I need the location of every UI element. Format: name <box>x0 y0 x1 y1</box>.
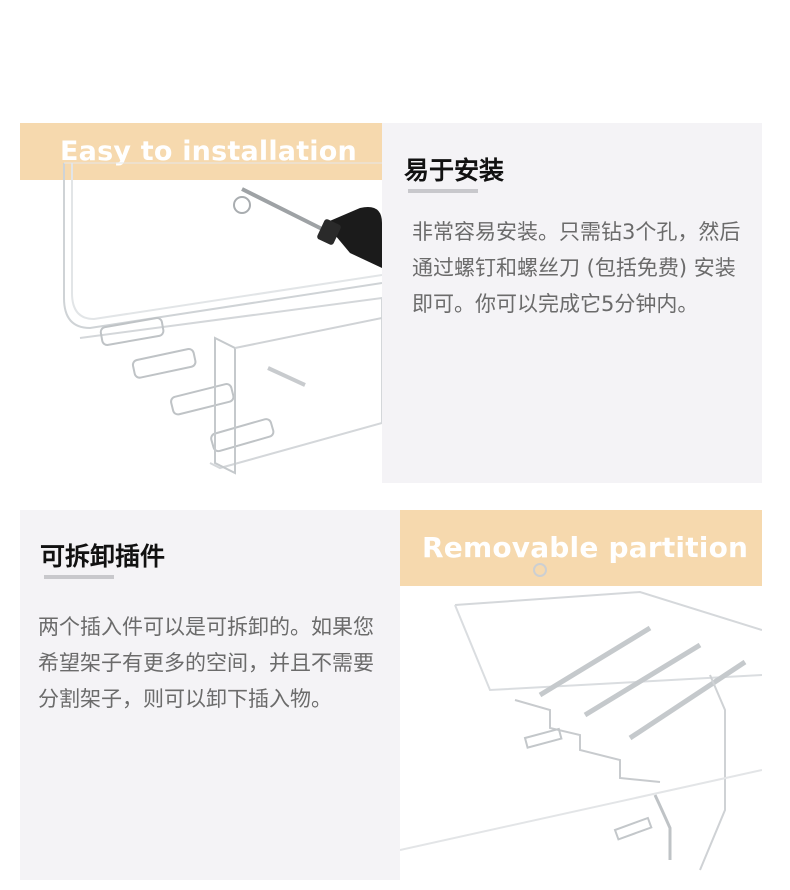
partition-banner: Removable partition <box>400 510 762 586</box>
partition-heading: 可拆卸插件 <box>40 542 166 571</box>
partition-heading-underline <box>44 575 114 579</box>
acrylic-shelf-drill-illustration <box>63 162 382 475</box>
installation-description: 非常容易安装。只需钻3个孔，然后通过螺钉和螺丝刀 (包括免费) 安装即可。你可以… <box>412 220 741 316</box>
acrylic-shelf-partition-illustration <box>400 563 762 871</box>
installation-heading-underline <box>408 189 478 193</box>
partition-text-panel: 可拆卸插件 两个插入件可以是可拆卸的。如果您希望架子有更多的空间，并且不需要分割… <box>20 510 400 880</box>
installation-photo: Easy to installation <box>20 123 382 483</box>
installation-heading: 易于安装 <box>404 156 505 185</box>
installation-banner: Easy to installation <box>20 123 382 180</box>
installation-text-panel: 易于安装 非常容易安装。只需钻3个孔，然后通过螺钉和螺丝刀 (包括免费) 安装即… <box>382 123 762 483</box>
installation-banner-text: Easy to installation <box>60 136 357 167</box>
partition-banner-text: Removable partition <box>422 531 749 564</box>
partition-description: 两个插入件可以是可拆卸的。如果您希望架子有更多的空间，并且不需要分割架子，则可以… <box>38 615 374 711</box>
partition-photo: Removable partition <box>400 510 762 880</box>
